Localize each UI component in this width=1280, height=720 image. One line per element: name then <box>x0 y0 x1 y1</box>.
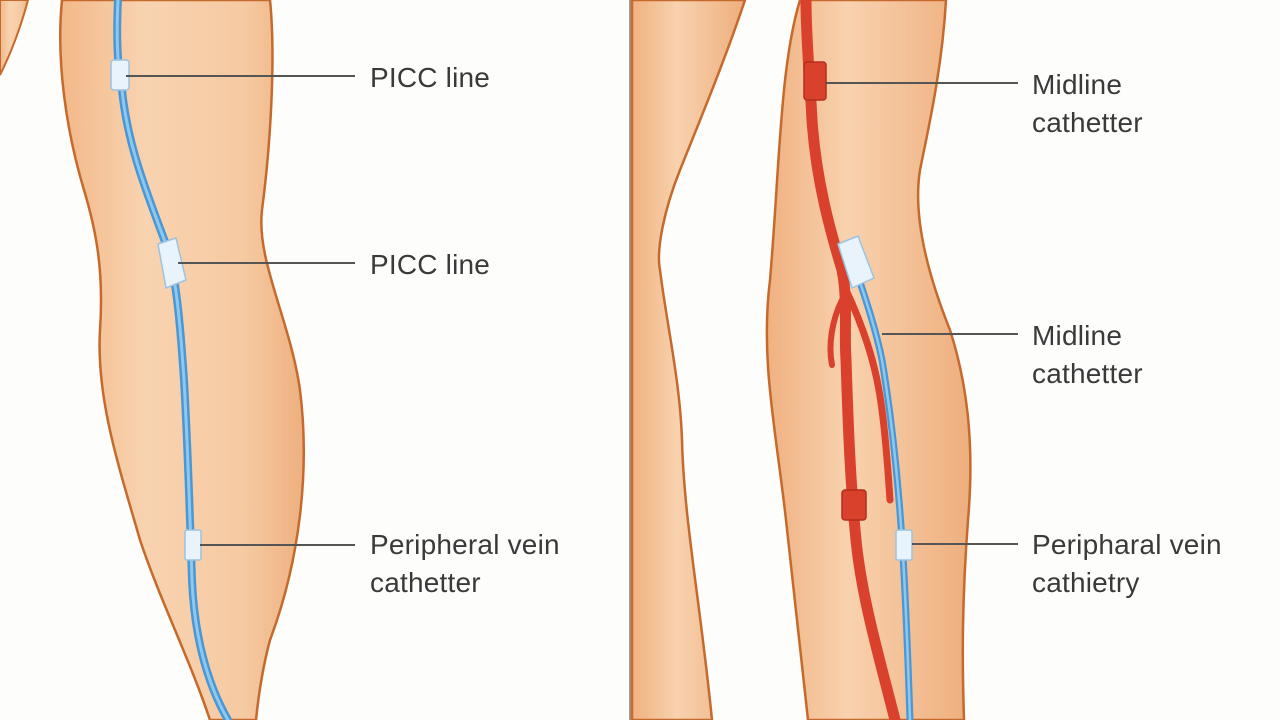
right-label-midline-top: Midline cathetter <box>1032 66 1143 142</box>
right-label-midline-top-line1: Midline <box>1032 69 1123 100</box>
left-connector-bottom <box>184 529 202 561</box>
right-connector-top <box>803 61 827 101</box>
left-connector-mid <box>157 237 187 290</box>
left-edge-limb <box>0 0 30 76</box>
right-connector-red-low <box>841 489 867 521</box>
right-vein-main <box>800 0 901 720</box>
right-connector-bottom <box>895 529 913 561</box>
right-label-peripheral: Peripharal vein cathietry <box>1032 526 1222 602</box>
left-label-peripheral-line1: Peripheral vein <box>370 529 560 560</box>
right-label-midline-mid-line1: Midline <box>1032 320 1123 351</box>
right-vein-branch-a <box>842 286 894 504</box>
right-label-midline-mid: Midline cathetter <box>1032 317 1143 393</box>
left-label-picc-mid: PICC line <box>370 246 490 284</box>
right-vein-branch-b <box>827 297 845 368</box>
right-label-peripheral-line1: Peripharal vein <box>1032 529 1222 560</box>
left-label-picc-mid-line: PICC line <box>370 249 491 280</box>
right-label-midline-mid-line2: cathetter <box>1032 358 1143 389</box>
left-label-peripheral-line2: cathetter <box>370 567 481 598</box>
right-back-limb <box>630 0 747 720</box>
left-label-picc-top: PICC line <box>370 59 490 97</box>
left-label-picc-top-line: PICC line <box>370 62 491 93</box>
right-connector-mid <box>837 235 875 290</box>
right-label-midline-top-line2: cathetter <box>1032 107 1143 138</box>
left-label-peripheral: Peripheral vein cathetter <box>370 526 560 602</box>
right-label-peripheral-line2: cathietry <box>1032 567 1140 598</box>
